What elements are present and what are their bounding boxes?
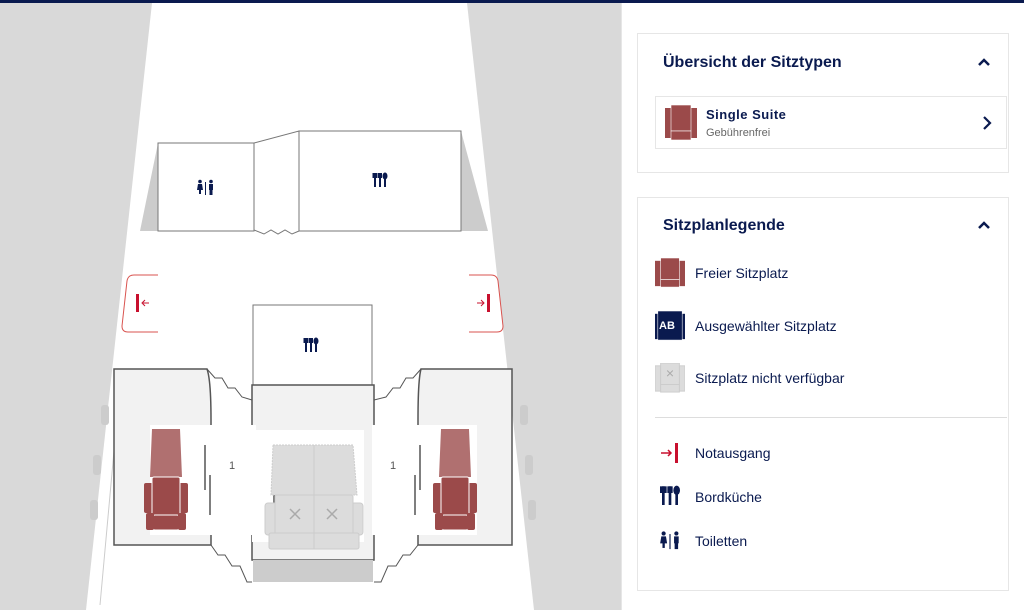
- seat-type-single-suite[interactable]: Single Suite Gebührenfrei: [655, 96, 1007, 149]
- free-seat-icon: [655, 258, 685, 288]
- seat-type-name: Single Suite: [706, 107, 787, 122]
- row-number-left: 1: [229, 460, 235, 472]
- legend-label: Freier Sitzplatz: [695, 265, 789, 281]
- seat-type-price: Gebührenfrei: [706, 127, 771, 139]
- exit-icon: [655, 438, 685, 468]
- top-bar: [0, 0, 1024, 3]
- exit-right-icon: [487, 294, 490, 312]
- legend-item-exit: Notausgang: [655, 438, 771, 468]
- legend-divider: [655, 417, 1007, 418]
- unavailable-seat-icon: [655, 363, 685, 393]
- galley-icon: [655, 482, 685, 512]
- legend-label: Sitzplatz nicht verfügbar: [695, 370, 845, 386]
- legend-label: Bordküche: [695, 489, 762, 505]
- chevron-right-icon: [983, 116, 992, 130]
- galley-icon: [303, 337, 319, 352]
- exit-left-icon: [136, 294, 139, 312]
- seat-unavailable: [264, 444, 364, 550]
- seat-map[interactable]: 1 1: [0, 3, 621, 610]
- side-panel: Übersicht der Sitztypen Single Suite Geb…: [621, 3, 1024, 610]
- legend-label: Notausgang: [695, 445, 771, 461]
- toilet-icon: [655, 526, 685, 556]
- seat-types-card: Übersicht der Sitztypen Single Suite Geb…: [637, 33, 1009, 173]
- legend-item-galley: Bordküche: [655, 482, 762, 512]
- toilet-icon: [197, 179, 213, 195]
- seat-types-title: Übersicht der Sitztypen: [663, 54, 842, 71]
- legend-label: Toiletten: [695, 533, 748, 549]
- galley-icon: [372, 172, 388, 187]
- legend-card: Sitzplanlegende Freier Sitzplatz AB Ausg…: [637, 197, 1009, 591]
- free-seat-icon: [665, 105, 697, 141]
- legend-item-selected: AB Ausgewählter Sitzplatz: [655, 311, 837, 341]
- legend-label: Ausgewählter Sitzplatz: [695, 318, 837, 334]
- selected-seat-badge: AB: [659, 320, 675, 332]
- chevron-up-icon[interactable]: [978, 219, 990, 231]
- row-number-right: 1: [390, 460, 396, 472]
- chevron-up-icon[interactable]: [978, 56, 990, 68]
- selected-seat-icon: AB: [655, 311, 685, 341]
- legend-item-free: Freier Sitzplatz: [655, 258, 788, 288]
- legend-item-unavailable: Sitzplatz nicht verfügbar: [655, 363, 844, 393]
- legend-item-toilets: Toiletten: [655, 526, 747, 556]
- legend-title: Sitzplanlegende: [663, 217, 785, 234]
